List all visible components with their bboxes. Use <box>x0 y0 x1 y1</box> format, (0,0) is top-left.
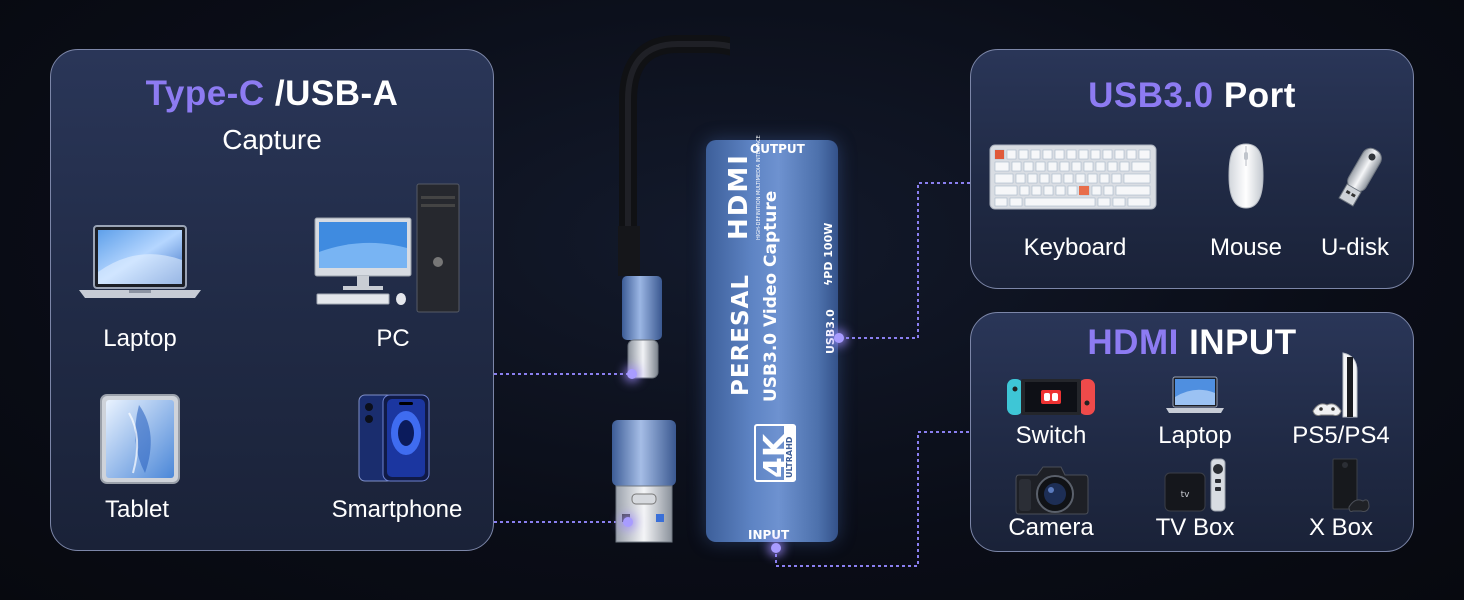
ps5-icon <box>1312 352 1358 418</box>
title-rest: INPUT <box>1178 323 1297 362</box>
device-label-tablet: Tablet <box>104 496 170 523</box>
4k-badge: 4K ULTRAHD <box>754 424 796 482</box>
usb-a-connector <box>612 420 676 543</box>
tablet-icon <box>100 394 180 484</box>
title-accent: HDMI <box>1087 323 1179 362</box>
keyboard-icon <box>989 144 1157 210</box>
typec-port-dot <box>627 369 637 379</box>
usba-port-dot <box>623 517 633 527</box>
device-label-laptop: Laptop <box>103 325 177 352</box>
device-label-mouse: Mouse <box>1209 234 1283 261</box>
panel-title: USB3.0 Port <box>971 76 1413 116</box>
capture-host-panel: Type-C /USB-A Capture Laptop PC Tablet <box>50 49 494 551</box>
device-label-tv-box: TV Box <box>1155 514 1235 541</box>
laptop-icon <box>79 225 201 298</box>
capture-device: OUTPUT INPUT HDMI HIGH-DEFINITION MULTIM… <box>706 135 838 542</box>
ultrahd-text: ULTRAHD <box>785 436 794 478</box>
panel-title: Type-C /USB-A <box>51 74 493 114</box>
desktop-pc-icon <box>314 183 460 313</box>
svg-text:tv: tv <box>1181 490 1191 500</box>
title-accent: Type-C <box>145 74 265 113</box>
device-label-ps5-ps4: PS5/PS4 <box>1292 422 1390 449</box>
smartphone-icon <box>358 394 430 482</box>
usb-port-panel: USB3.0 Port Keyboard Mouse U-disk <box>970 49 1414 289</box>
usb-port-label: USB3.0 <box>824 309 837 354</box>
output-port-label: OUTPUT <box>750 142 805 156</box>
tv-box-icon: tv <box>1164 458 1226 512</box>
wire-hdmi-input <box>775 431 970 567</box>
panel-subtitle: Capture <box>222 124 322 155</box>
laptop-icon <box>1166 376 1224 413</box>
brand-name: PERESAL <box>728 273 754 396</box>
device-label-switch: Switch <box>1015 422 1087 449</box>
panel-title: HDMI INPUT <box>971 323 1413 363</box>
input-port-label: INPUT <box>748 528 790 542</box>
usb3-port-dot <box>834 333 844 343</box>
hdmi-input-panel: HDMI INPUT Switch Laptop PS5/PS4 Camera <box>970 312 1414 552</box>
title-accent: USB3.0 <box>1088 76 1214 115</box>
usb-disk-icon <box>1338 147 1382 207</box>
camera-icon <box>1015 466 1089 515</box>
device-label-camera: Camera <box>1008 514 1094 541</box>
device-label-laptop: Laptop <box>1158 422 1232 449</box>
title-rest: Port <box>1213 76 1296 115</box>
device-label-u-disk: U-disk <box>1320 234 1389 261</box>
device-label-smartphone: Smartphone <box>331 496 463 523</box>
hdmi-port-dot <box>771 543 781 553</box>
pd-label: ϟPD 100W <box>822 222 835 286</box>
game-console-switch-icon <box>1007 379 1095 415</box>
hdmi-logo: HDMI <box>724 153 754 240</box>
type-c-cable <box>618 35 730 379</box>
device-label-keyboard: Keyboard <box>1023 234 1127 261</box>
wire-usb-port <box>840 182 970 339</box>
device-label-pc: PC <box>376 325 410 352</box>
title-rest: /USB-A <box>264 74 399 113</box>
mouse-icon <box>1228 143 1264 209</box>
device-label-x-box: X Box <box>1308 514 1374 541</box>
xbox-icon <box>1332 458 1370 512</box>
model-name: USB3.0 Video Capture <box>761 190 781 402</box>
